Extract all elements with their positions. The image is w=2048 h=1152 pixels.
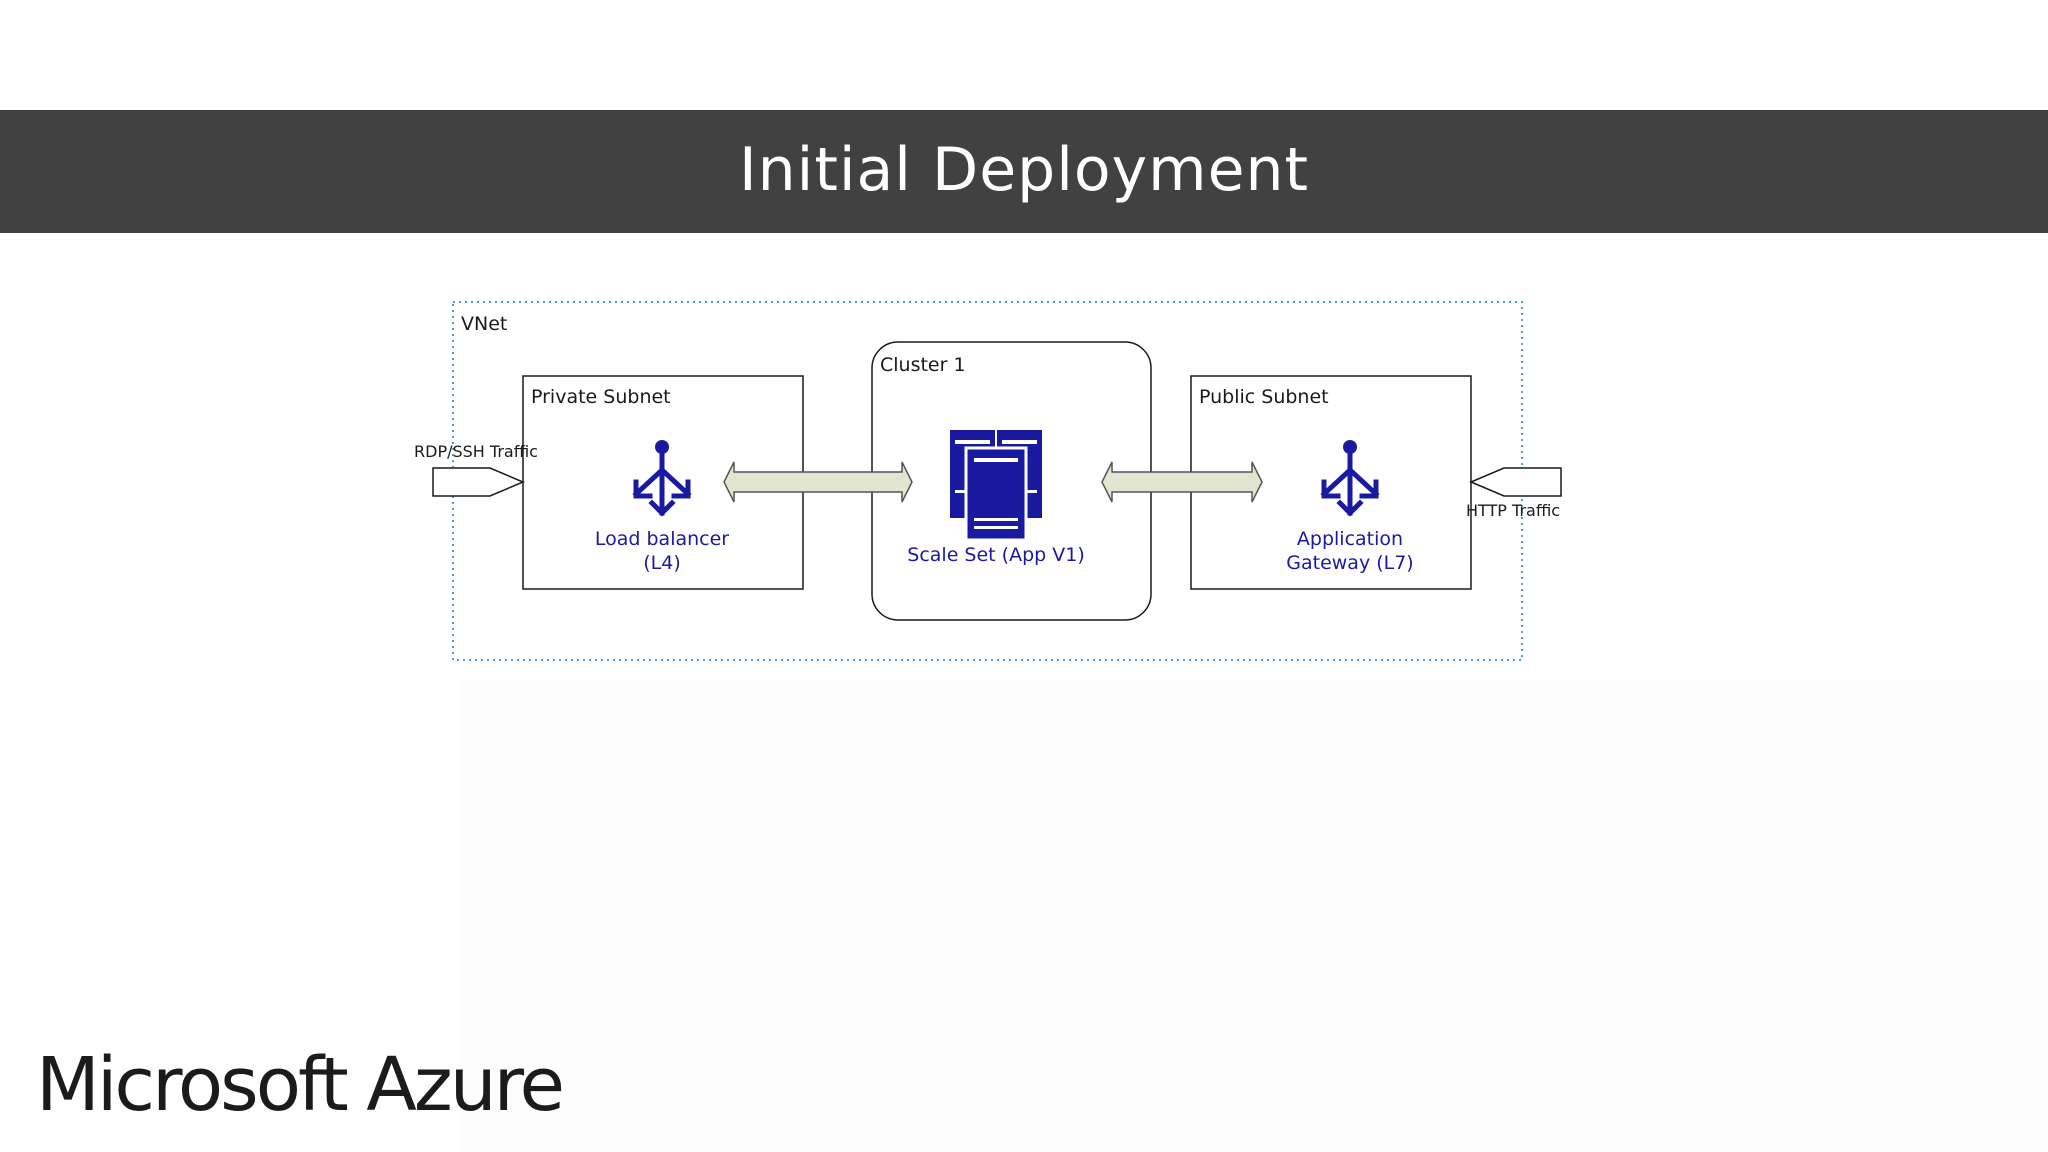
app-gateway-label-line2: Gateway (L7) <box>1286 552 1413 574</box>
server-stack-icon <box>950 430 1042 542</box>
http-traffic-arrow <box>1469 467 1562 497</box>
rdp-ssh-traffic-label: RDP/SSH Traffic <box>414 442 538 461</box>
scale-set-label: Scale Set (App V1) <box>907 544 1084 566</box>
application-gateway-icon <box>1320 440 1380 517</box>
bidirectional-arrow-private-cluster <box>723 461 913 503</box>
title-bar: Initial Deployment <box>0 110 2048 233</box>
private-subnet-label: Private Subnet <box>531 386 671 408</box>
load-balancer-icon <box>632 440 692 517</box>
microsoft-azure-logo: Microsoft Azure <box>36 1042 565 1128</box>
app-gateway-label-line1: Application <box>1297 528 1403 550</box>
cluster-label: Cluster 1 <box>880 354 966 376</box>
load-balancer-label-line2: (L4) <box>643 552 681 574</box>
http-traffic-label: HTTP Traffic <box>1466 501 1560 520</box>
rdp-ssh-traffic-arrow <box>432 467 525 497</box>
vnet-label: VNet <box>461 313 507 335</box>
bidirectional-arrow-cluster-public <box>1101 461 1263 503</box>
public-subnet-label: Public Subnet <box>1199 386 1329 408</box>
load-balancer-label-line1: Load balancer <box>595 528 729 550</box>
slide-title: Initial Deployment <box>738 135 1310 205</box>
content-background <box>460 680 2048 1152</box>
